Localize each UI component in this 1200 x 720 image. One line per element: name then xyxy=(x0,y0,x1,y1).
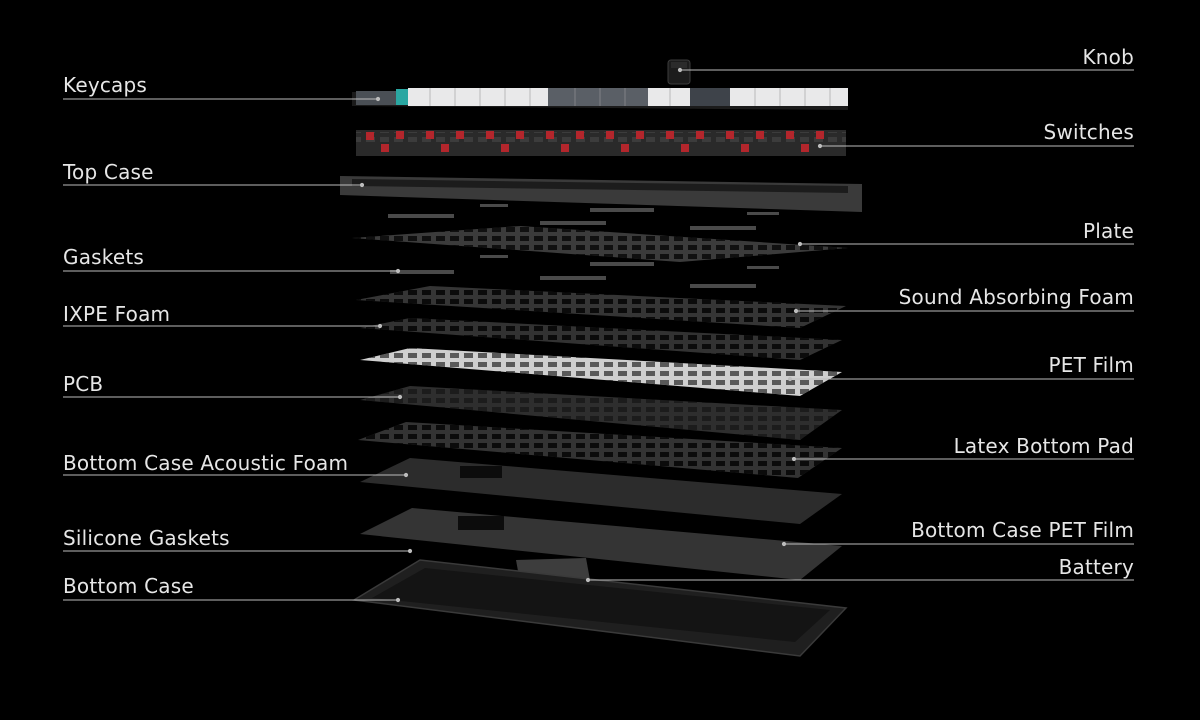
label-top-case: Top Case xyxy=(63,160,154,184)
gaskets-lower xyxy=(390,255,779,288)
keycaps-layer xyxy=(352,88,848,110)
label-bottom-case: Bottom Case xyxy=(63,574,194,598)
label-bottom-case-acoustic-foam: Bottom Case Acoustic Foam xyxy=(63,451,349,475)
sound-absorbing-foam-layer xyxy=(356,286,846,328)
label-sound-absorbing-foam: Sound Absorbing Foam xyxy=(898,285,1134,309)
label-bottom-case-pet-film: Bottom Case PET Film xyxy=(911,518,1134,542)
label-plate: Plate xyxy=(1082,219,1134,243)
bottom-case-acoustic-foam-layer xyxy=(360,458,842,524)
pcb-layer xyxy=(360,386,842,440)
pet-film-layer xyxy=(360,348,842,396)
label-switches: Switches xyxy=(1043,120,1134,144)
gaskets-upper xyxy=(388,204,779,230)
leader-lines-left xyxy=(63,96,413,603)
label-silicone-gaskets: Silicone Gaskets xyxy=(63,526,230,550)
bottom-case-pet-film-layer xyxy=(360,508,842,580)
label-latex-bottom-pad: Latex Bottom Pad xyxy=(953,434,1134,458)
label-knob: Knob xyxy=(1082,45,1134,69)
plate-layer xyxy=(352,226,848,262)
label-battery: Battery xyxy=(1058,555,1134,579)
leader-lines-right xyxy=(585,67,1134,583)
label-ixpe-foam: IXPE Foam xyxy=(63,302,171,326)
top-case-layer xyxy=(340,176,862,212)
label-pcb: PCB xyxy=(63,372,104,396)
ixpe-foam-layer xyxy=(360,318,842,360)
knob xyxy=(667,59,691,85)
label-pet-film: PET Film xyxy=(1048,353,1134,377)
label-keycaps: Keycaps xyxy=(63,73,148,97)
latex-bottom-pad-layer xyxy=(358,422,842,478)
bottom-case-layer xyxy=(351,559,848,657)
switches-layer xyxy=(356,130,846,156)
label-gaskets: Gaskets xyxy=(63,245,145,269)
